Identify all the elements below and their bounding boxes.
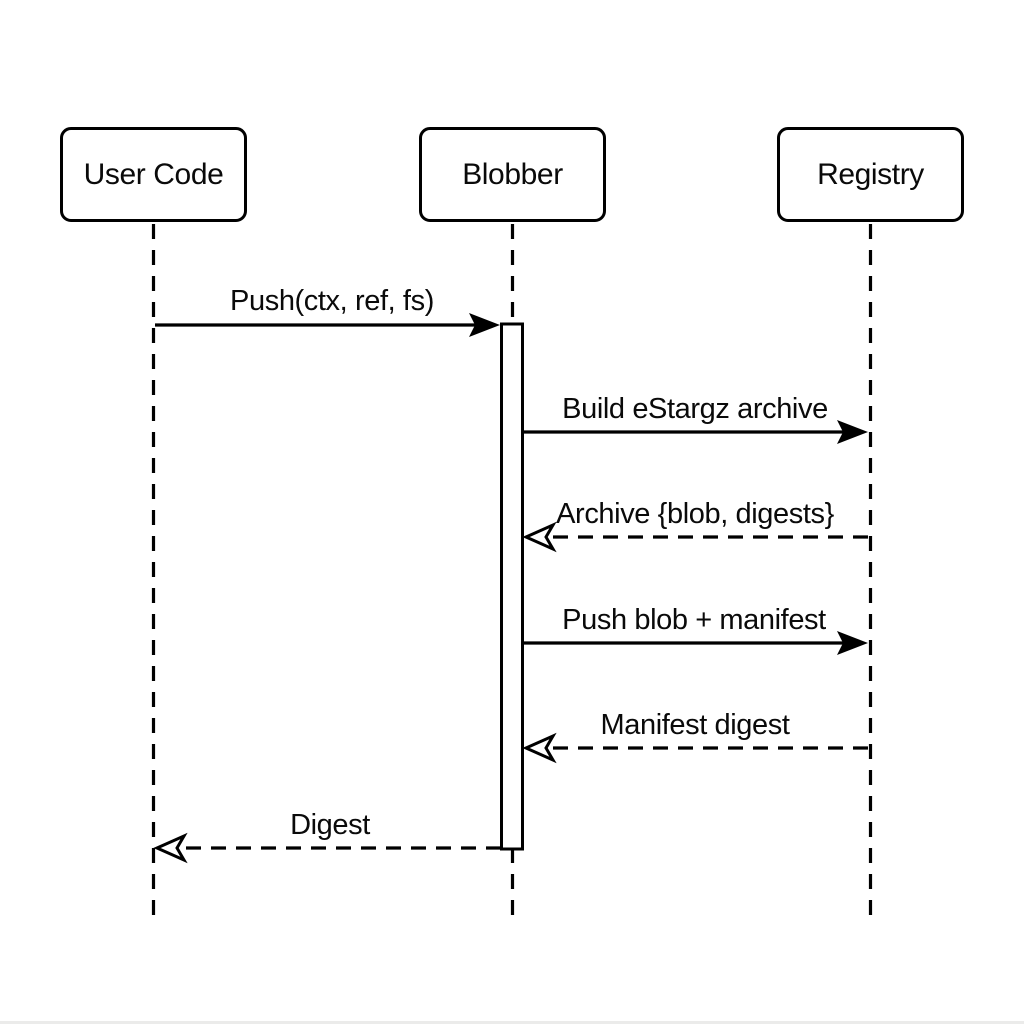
arrowhead-open-manifest-digest bbox=[522, 732, 557, 764]
arrowhead-filled-push bbox=[469, 313, 500, 337]
activation-bar-blobber bbox=[500, 322, 524, 851]
message-label-build-archive: Build eStargz archive bbox=[562, 393, 828, 425]
message-label-push-blob: Push blob + manifest bbox=[562, 604, 826, 636]
actor-label-blobber: Blobber bbox=[462, 157, 563, 191]
arrowhead-filled-push-blob bbox=[837, 631, 868, 655]
actor-box-blobber: Blobber bbox=[419, 127, 606, 222]
arrowhead-open-digest-return bbox=[153, 832, 188, 864]
bottom-edge-artifact bbox=[0, 1021, 1024, 1024]
actor-label-registry: Registry bbox=[817, 157, 924, 191]
actor-label-user-code: User Code bbox=[83, 157, 224, 191]
arrowhead-filled-build-archive bbox=[837, 420, 868, 444]
arrowhead-open-archive-return bbox=[522, 521, 557, 553]
message-label-digest-return: Digest bbox=[290, 809, 370, 841]
message-label-archive-return: Archive {blob, digests} bbox=[556, 498, 834, 530]
actor-box-registry: Registry bbox=[777, 127, 964, 222]
actor-box-user-code: User Code bbox=[60, 127, 247, 222]
message-label-manifest-digest: Manifest digest bbox=[600, 709, 790, 741]
message-label-push: Push(ctx, ref, fs) bbox=[230, 285, 434, 317]
